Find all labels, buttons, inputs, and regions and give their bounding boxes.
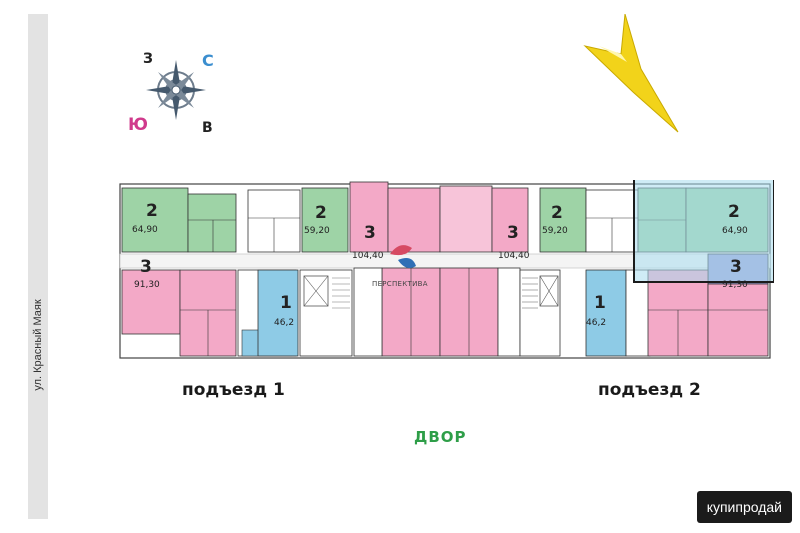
apt-rooms: 2: [728, 202, 740, 222]
apt-area: 104,40: [498, 251, 530, 261]
apt-area: 46,2: [274, 318, 294, 328]
watermark-badge: купипродай: [696, 491, 792, 523]
apt-rooms: 2: [146, 201, 158, 221]
north-arrow-icon: [583, 14, 679, 133]
compass-south: Ю: [128, 115, 148, 135]
logo-text: ПЕРСПЕКТИВА: [372, 280, 428, 288]
apt-rooms: 2: [315, 203, 327, 223]
apt-area: 91,30: [134, 280, 160, 290]
street-strip: [28, 14, 48, 519]
apt-rooms: 3: [140, 257, 152, 277]
apt-rooms: 1: [280, 293, 292, 313]
entrance-1-label: подъезд 1: [182, 380, 285, 400]
apt-area: 59,20: [542, 226, 568, 236]
apt-rooms: 3: [364, 223, 376, 243]
apt-rooms: 3: [730, 257, 742, 277]
yard-label: ДВОР: [414, 428, 467, 446]
floor-plan: ПЕРСПЕКТИВА 2 64,90 3 91,30 2 59,20 1 46…: [119, 180, 774, 359]
street-label: ул. Красный Маяк: [32, 299, 44, 391]
perspektiva-logo: ПЕРСПЕКТИВА: [372, 245, 428, 288]
compass-rose: З С Ю В: [128, 51, 214, 136]
apt-rooms: 2: [551, 203, 563, 223]
apt-area: 46,2: [586, 318, 606, 328]
apt-rooms: 1: [594, 293, 606, 313]
entrance-2-label: подъезд 2: [598, 380, 701, 400]
apt-area: 64,90: [722, 226, 748, 236]
compass-north: С: [202, 51, 214, 70]
compass-east: В: [202, 120, 213, 136]
apt-area: 59,20: [304, 226, 330, 236]
apt-area: 104,40: [352, 251, 384, 261]
compass-west: З: [143, 51, 153, 67]
apt-area: 64,90: [132, 225, 158, 235]
apt-area: 91,30: [722, 280, 748, 290]
apt-rooms: 3: [507, 223, 519, 243]
